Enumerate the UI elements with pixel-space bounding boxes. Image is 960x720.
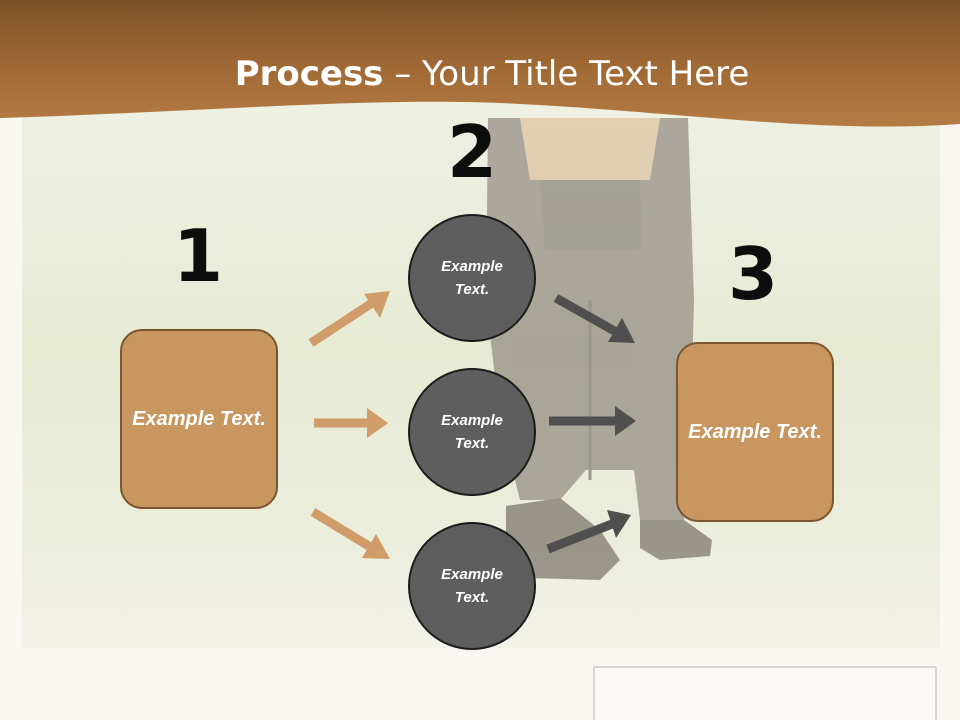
step-1-box-text: Example Text.	[132, 407, 266, 430]
title-rest: – Your Title Text Here	[383, 54, 750, 94]
step-2-circle-bottom: Example Text.	[408, 522, 536, 650]
step-2-circle-middle: Example Text.	[408, 368, 536, 496]
step-2-number: 2	[446, 110, 498, 194]
slide-title: Process – Your Title Text Here	[0, 52, 960, 96]
corner-thumbnail-frame	[593, 666, 937, 720]
arrow-to-bottom-circle	[310, 508, 390, 559]
circle-middle-text: Example Text.	[441, 412, 503, 452]
step-3-number: 3	[727, 232, 779, 316]
arrow-bottom-to-box3	[546, 510, 631, 554]
header-band	[0, 0, 960, 127]
step-1-number: 1	[172, 214, 224, 298]
arrow-top-to-box3	[553, 294, 635, 343]
step-2-circle-top: Example Text.	[408, 214, 536, 342]
circle-bottom-text: Example Text.	[441, 566, 503, 606]
title-bold: Process	[234, 54, 384, 94]
step-3-box: Example Text.	[676, 342, 834, 522]
step-3-box-text: Example Text.	[688, 420, 822, 443]
step-1-box: Example Text.	[120, 329, 278, 509]
arrow-to-top-circle	[308, 291, 390, 347]
circle-top-text: Example Text.	[441, 258, 503, 298]
arrow-middle-to-box3	[549, 406, 636, 436]
arrow-to-middle-circle	[314, 408, 388, 438]
